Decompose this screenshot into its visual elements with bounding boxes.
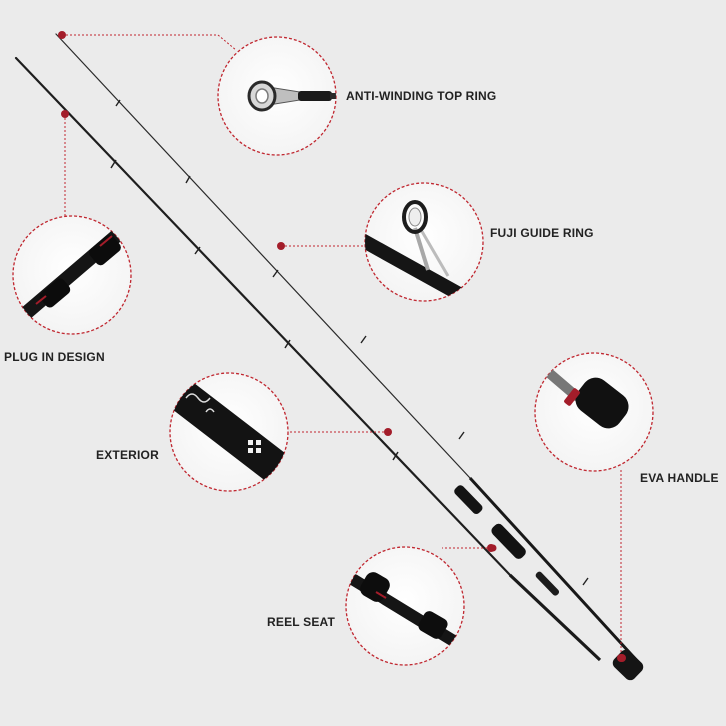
detail-circle-reel-seat	[345, 546, 465, 666]
label-top-ring: ANTI-WINDING TOP RING	[346, 89, 497, 103]
top-ring-illustration	[247, 80, 336, 112]
label-exterior: EXTERIOR	[96, 448, 159, 462]
label-eva-handle: EVA HANDLE	[640, 471, 719, 485]
rod-blank-right	[55, 33, 644, 681]
detail-circle-eva-handle	[534, 352, 654, 472]
detail-circle-guide-ring	[364, 182, 484, 302]
label-reel-seat: REEL SEAT	[267, 615, 336, 629]
callout-dots	[58, 31, 625, 662]
detail-circle-exterior	[169, 372, 289, 492]
rod-blank-left	[14, 56, 602, 662]
detail-circle-plug-in	[12, 215, 132, 335]
detail-circle-top-ring	[217, 36, 337, 156]
label-guide-ring: FUJI GUIDE RING	[490, 226, 594, 240]
callout-lines	[62, 34, 622, 658]
guide-ring-illustration	[365, 200, 477, 301]
eva-handle-illustration	[543, 367, 629, 429]
label-plug-in: PLUG IN DESIGN	[4, 350, 105, 364]
reel-seat-illustration	[348, 572, 458, 646]
plug-in-illustration	[13, 219, 131, 327]
